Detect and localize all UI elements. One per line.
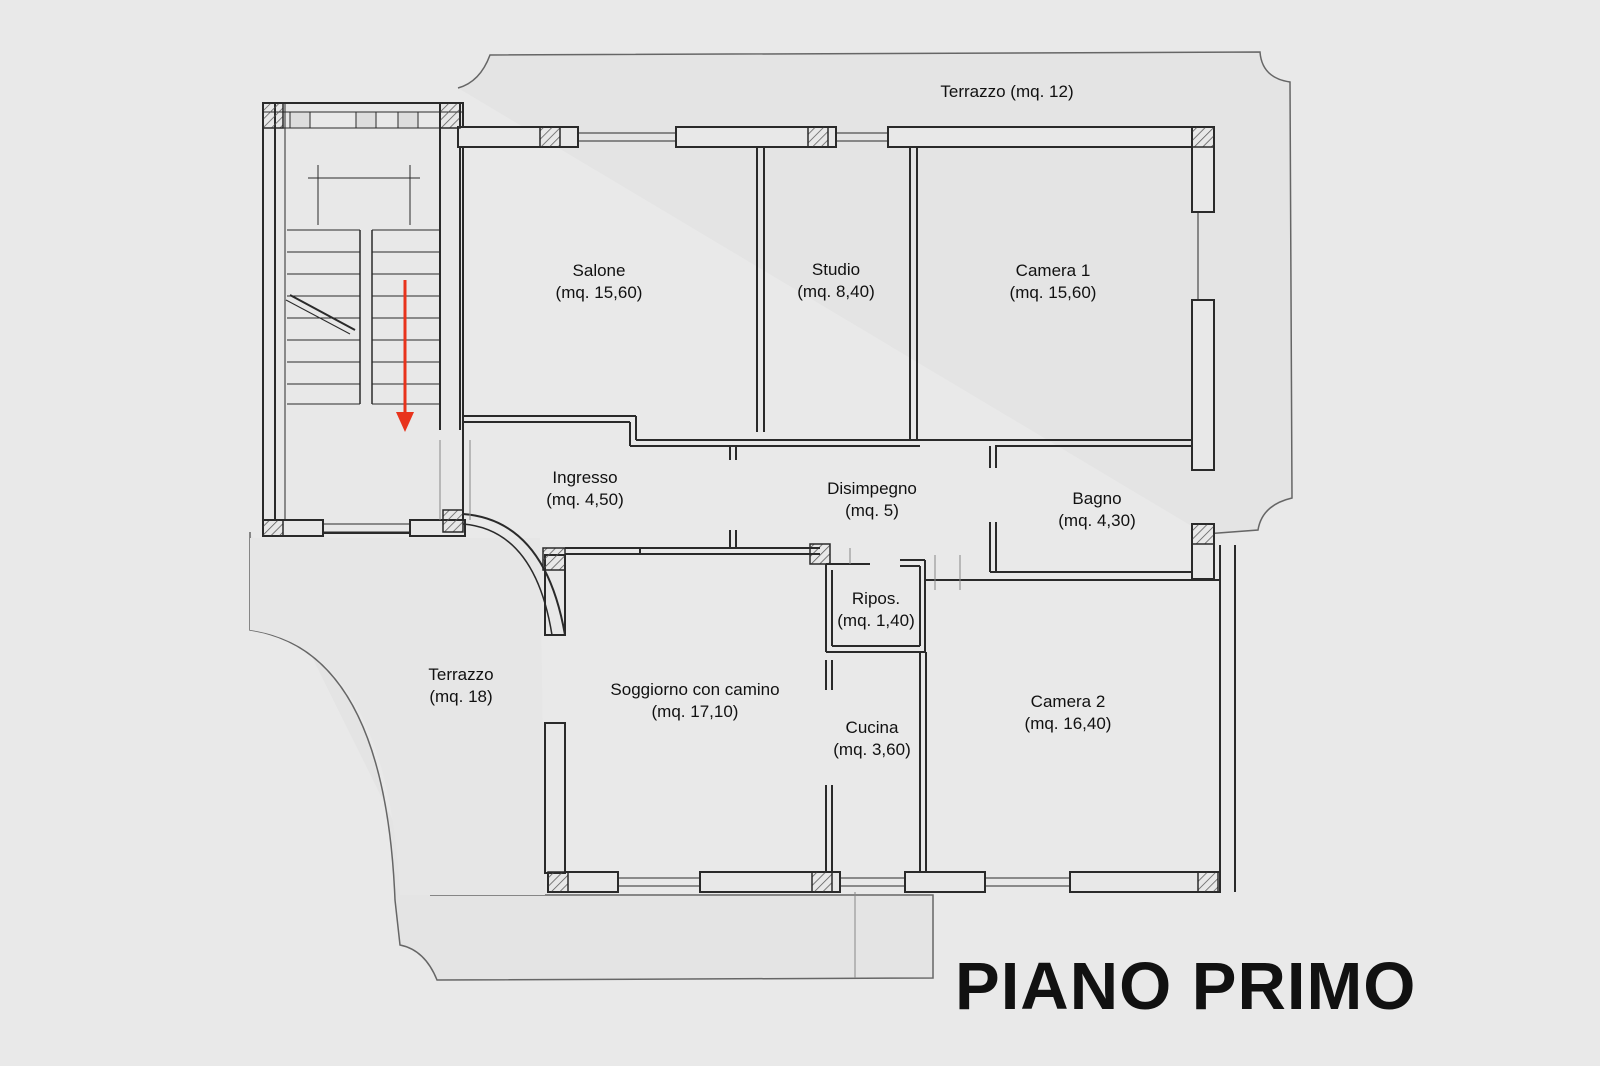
label-terrazzo-left: Terrazzo (mq. 18) xyxy=(428,664,493,708)
room-area: (mq. 3,60) xyxy=(833,740,911,759)
room-name: Salone xyxy=(572,261,626,280)
label-terrazzo-top: Terrazzo (mq. 12) xyxy=(940,81,1073,103)
room-area: (mq. 4,30) xyxy=(1058,511,1136,530)
label-ripostiglio: Ripos. (mq. 1,40) xyxy=(837,588,914,632)
terrace-left-outline xyxy=(249,532,934,981)
label-disimpegno: Disimpegno (mq. 5) xyxy=(827,478,917,522)
room-name: Bagno xyxy=(1072,489,1122,508)
exterior-walls xyxy=(262,126,1236,893)
entrance-arrow xyxy=(396,280,414,432)
room-name: Studio xyxy=(811,260,861,279)
room-area: (mq. 1,40) xyxy=(837,611,915,630)
label-salone: Salone (mq. 15,60) xyxy=(556,260,643,304)
floor-title: PIANO PRIMO xyxy=(955,949,1417,1024)
room-area: (mq. 4,50) xyxy=(546,490,624,509)
label-camera2: Camera 2 (mq. 16,40) xyxy=(1025,691,1112,735)
interior-walls xyxy=(462,147,1220,872)
label-studio: Studio (mq. 8,40) xyxy=(797,259,874,303)
room-name: Terrazzo (mq. 12) xyxy=(940,82,1074,101)
room-name: Ripos. xyxy=(851,589,901,608)
room-name: Terrazzo xyxy=(428,665,494,684)
room-area: (mq. 16,40) xyxy=(1024,714,1112,733)
room-name: Camera 1 xyxy=(1015,261,1091,280)
room-area: (mq. 8,40) xyxy=(797,282,875,301)
label-ingresso: Ingresso (mq. 4,50) xyxy=(546,467,623,511)
room-area: (mq. 15,60) xyxy=(1009,283,1097,302)
drafting-lines xyxy=(439,440,961,978)
columns xyxy=(262,102,1219,893)
terrace-top-outline xyxy=(457,51,1293,535)
room-name: Soggiorno con camino xyxy=(610,680,780,699)
room-area: (mq. 17,10) xyxy=(651,702,739,721)
label-bagno: Bagno (mq. 4,30) xyxy=(1058,488,1135,532)
room-name: Camera 2 xyxy=(1030,692,1106,711)
room-area: (mq. 5) xyxy=(845,501,899,520)
terrace-left-shape xyxy=(250,538,545,895)
room-area: (mq. 18) xyxy=(429,687,493,706)
label-camera1: Camera 1 (mq. 15,60) xyxy=(1010,260,1097,304)
label-soggiorno: Soggiorno con camino (mq. 17,10) xyxy=(610,679,779,723)
stairwell xyxy=(262,102,464,534)
label-cucina: Cucina (mq. 3,60) xyxy=(833,717,910,761)
room-name: Disimpegno xyxy=(827,479,917,498)
room-name: Cucina xyxy=(845,718,899,737)
room-name: Ingresso xyxy=(552,468,618,487)
room-area: (mq. 15,60) xyxy=(555,283,643,302)
